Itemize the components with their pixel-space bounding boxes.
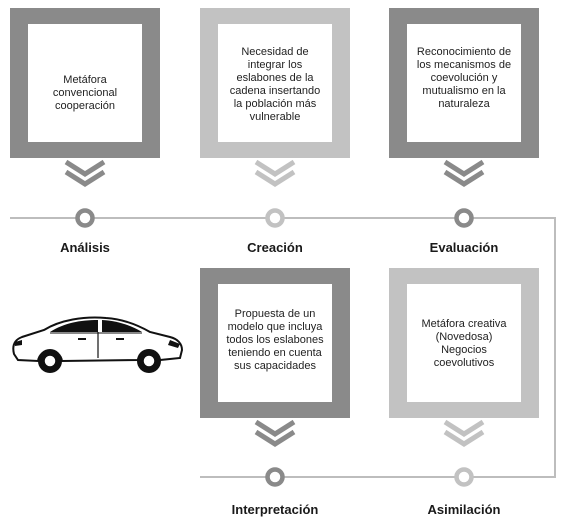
card-analisis-text: Metáfora convencional cooperación [28, 24, 142, 142]
ring-node-icon [265, 467, 285, 487]
double-chevron-down-icon [64, 159, 106, 187]
stage-label-asimilacion: Asimilación [427, 502, 501, 517]
stage-label-evaluacion: Evaluación [429, 240, 499, 255]
card-asimilacion: Metáfora creativa (Novedosa) Negocios co… [389, 268, 539, 418]
car-icon [12, 316, 184, 373]
stage-label-analisis: Análisis [60, 240, 110, 255]
card-creacion: Necesidad de integrar los eslabones de l… [200, 8, 350, 158]
double-chevron-down-icon [443, 159, 485, 187]
card-creacion-text: Necesidad de integrar los eslabones de l… [218, 24, 332, 142]
ring-node-icon [265, 208, 285, 228]
ring-node-icon [454, 208, 474, 228]
double-chevron-down-icon [254, 159, 296, 187]
card-analisis: Metáfora convencional cooperación [10, 8, 160, 158]
card-interpretacion: Propuesta de un modelo que incluya todos… [200, 268, 350, 418]
double-chevron-down-icon [443, 419, 485, 447]
double-chevron-down-icon [254, 419, 296, 447]
stage-label-interpretacion: Interpretación [231, 502, 319, 517]
ring-node-icon [75, 208, 95, 228]
card-evaluacion: Reconocimiento de los mecanismos de coev… [389, 8, 539, 158]
card-asimilacion-text: Metáfora creativa (Novedosa) Negocios co… [407, 284, 521, 402]
card-evaluacion-text: Reconocimiento de los mecanismos de coev… [407, 24, 521, 142]
stage-label-creacion: Creación [247, 240, 303, 255]
card-interpretacion-text: Propuesta de un modelo que incluya todos… [218, 284, 332, 402]
ring-node-icon [454, 467, 474, 487]
